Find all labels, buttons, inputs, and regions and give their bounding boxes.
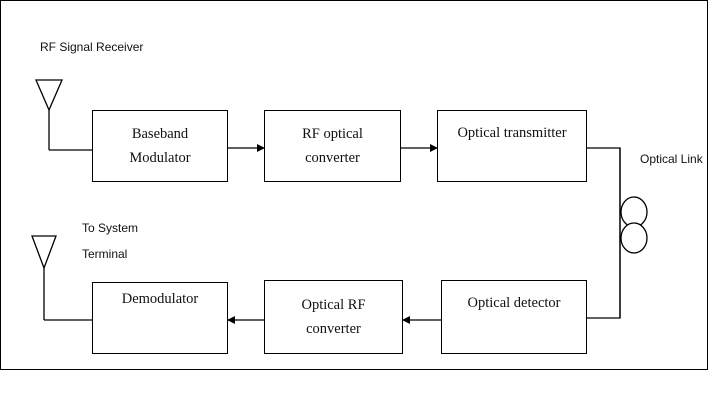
block-line: Modulator xyxy=(129,150,191,166)
fiber-coil-lower-icon xyxy=(620,222,648,254)
demodulator-block: Demodulator xyxy=(92,282,228,354)
block-line: converter xyxy=(305,150,360,166)
block-line: RF optical xyxy=(302,126,363,142)
optical-link-line xyxy=(587,147,621,319)
terminal-label: Terminal xyxy=(82,247,128,261)
rf-optical-converter-block: RF optical converter xyxy=(264,110,401,182)
to-system-label: To System xyxy=(82,221,139,235)
optical-link-label: Optical Link xyxy=(640,152,703,166)
block-line: converter xyxy=(306,321,361,337)
baseband-modulator-block: Baseband Modulator xyxy=(92,110,228,182)
block-line: Optical RF xyxy=(301,297,366,313)
optical-detector-block: Optical detector xyxy=(441,280,587,354)
optical-rf-converter-block: Optical RF converter xyxy=(264,280,403,354)
block-line: Optical detector xyxy=(467,295,561,311)
block-line: Demodulator xyxy=(121,291,199,307)
terminal-antenna-icon xyxy=(31,235,57,270)
receiver-antenna-icon xyxy=(35,79,63,112)
block-line: Baseband xyxy=(131,126,189,142)
rf-receiver-label: RF Signal Receiver xyxy=(40,40,144,54)
block-line: Optical transmitter xyxy=(457,125,567,141)
optical-transmitter-block: Optical transmitter xyxy=(437,110,587,182)
